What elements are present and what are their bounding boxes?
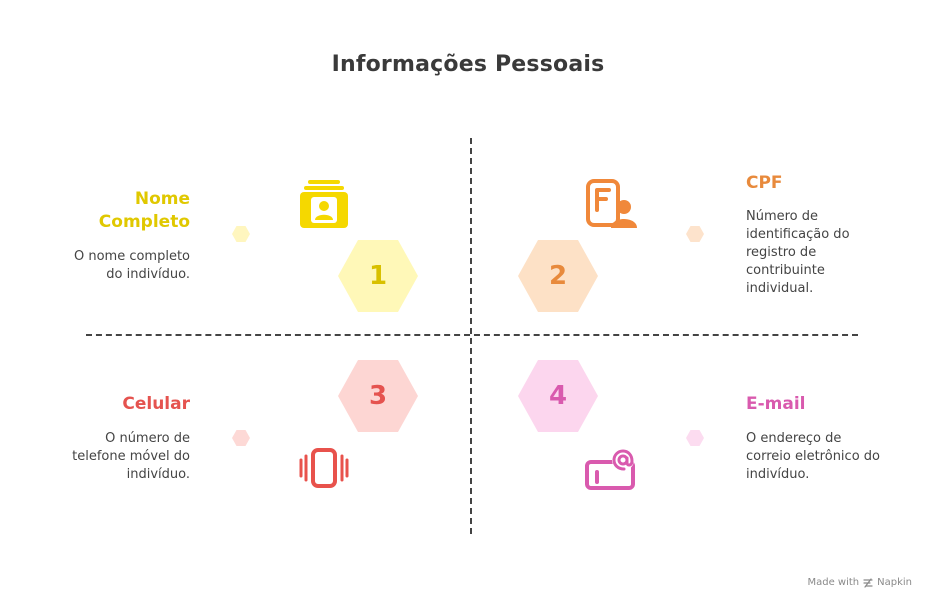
tax-id-person-icon	[586, 179, 637, 228]
item-2-heading-line: CPF	[746, 173, 783, 193]
item-4-number-hexagon: 4	[518, 360, 598, 432]
item-2-heading: CPF	[746, 172, 906, 195]
horizontal-divider	[86, 334, 858, 336]
item-4-description: O endereço de correio eletrônico do indi…	[746, 430, 916, 484]
vertical-divider	[470, 138, 472, 534]
item-4-heading-line: E-mail	[746, 394, 806, 414]
item-2-description-line: individual.	[746, 281, 814, 296]
item-3-marker	[232, 430, 250, 446]
napkin-logo-icon	[863, 577, 873, 588]
item-3-description: O número de telefone móvel do indivíduo.	[40, 430, 190, 484]
item-1-number-hexagon: 1	[338, 240, 418, 312]
item-2-description-line: registro de	[746, 245, 817, 260]
item-1-description-line: do indivíduo.	[106, 267, 190, 282]
item-1-heading-line: Nome	[134, 189, 190, 209]
item-1-heading-line: Completo	[98, 212, 190, 232]
item-3-heading: Celular	[30, 393, 190, 416]
vibrating-phone-icon	[299, 448, 349, 488]
item-4-number: 4	[548, 381, 568, 411]
item-1-number: 1	[368, 261, 388, 291]
item-2-description-line: identificação do	[746, 227, 850, 242]
item-3-number: 3	[368, 381, 388, 411]
footer-brand: Napkin	[877, 577, 912, 588]
item-1-description: O nome completo do indivíduo.	[40, 248, 190, 284]
item-3-description-line: telefone móvel do	[72, 449, 190, 464]
item-1-marker	[232, 226, 250, 242]
email-at-icon	[585, 449, 635, 490]
item-2-number: 2	[548, 261, 568, 291]
item-3-description-line: indivíduo.	[126, 467, 190, 482]
item-2-description-line: contribuinte	[746, 263, 825, 278]
item-4-description-line: correio eletrônico do	[746, 449, 880, 464]
item-1-heading: Nome Completo	[30, 188, 190, 234]
item-2-marker	[686, 226, 704, 242]
item-1-description-line: O nome completo	[73, 249, 190, 264]
item-3-heading-line: Celular	[122, 394, 190, 414]
footer-made-with: Made with	[807, 577, 860, 588]
page-title: Informações Pessoais	[331, 52, 605, 77]
id-card-icon	[300, 180, 348, 228]
item-3-number-hexagon: 3	[338, 360, 418, 432]
item-2-number-hexagon: 2	[518, 240, 598, 312]
footer: Made with Napkin	[807, 577, 912, 588]
item-2-description-line: Número de	[746, 209, 819, 224]
item-3-description-line: O número de	[105, 431, 190, 446]
item-4-description-line: O endereço de	[746, 431, 842, 446]
item-4-marker	[686, 430, 704, 446]
item-4-description-line: indivíduo.	[746, 467, 810, 482]
item-2-description: Número de identificação do registro de c…	[746, 208, 896, 298]
item-4-heading: E-mail	[746, 393, 906, 416]
